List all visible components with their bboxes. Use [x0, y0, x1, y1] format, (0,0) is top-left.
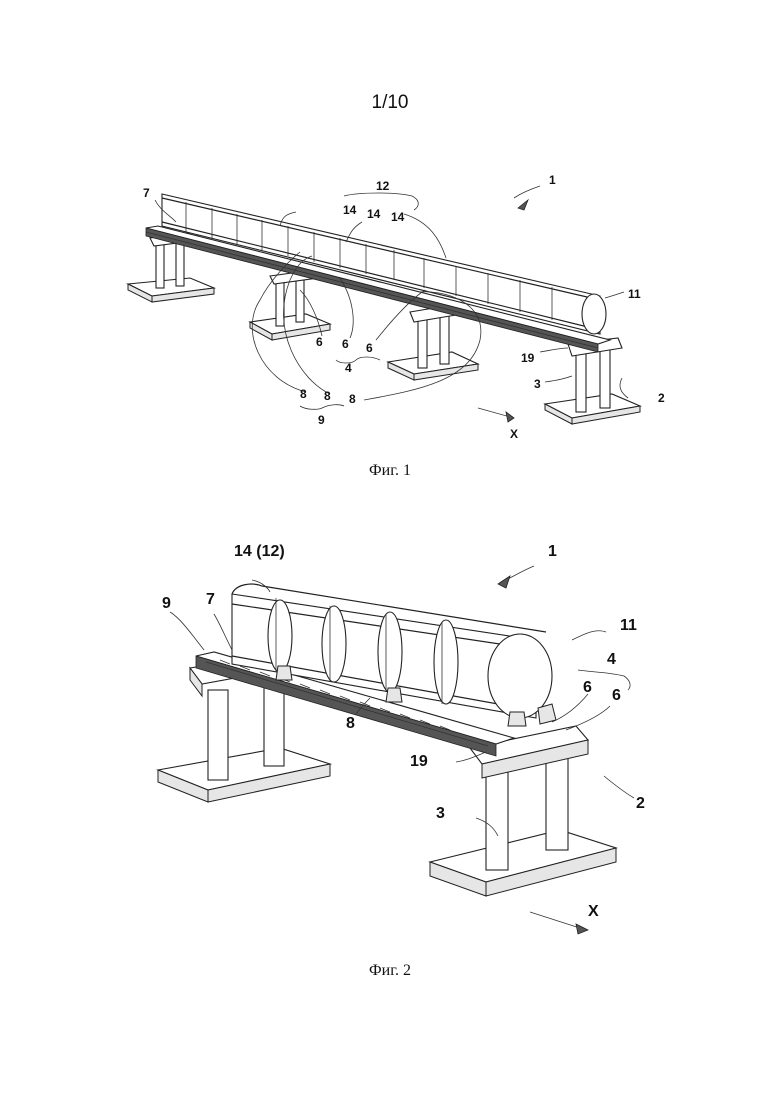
- fig2-label-9: 9: [162, 595, 171, 612]
- fig1-label-2: 2: [658, 391, 665, 405]
- fig1-label-8a: 8: [300, 387, 307, 401]
- fig2-label-1: 1: [548, 543, 557, 560]
- fig2-label-6b: 6: [612, 687, 621, 704]
- fig2-label-4: 4: [607, 651, 616, 668]
- figure-2-caption: Фиг. 2: [0, 962, 780, 980]
- fig2-x-arrowhead: [576, 924, 588, 934]
- fig1-label-11: 11: [628, 287, 641, 301]
- fig1-vehicle: [162, 194, 606, 334]
- figure-1-drawing: 7 12 14 14 14 1 11 6 6 6 4 19 3 2 8 8 8 …: [128, 173, 665, 441]
- fig1-label-14b: 14: [367, 207, 381, 221]
- fig2-label-11: 11: [620, 617, 637, 634]
- figure-2-drawing: 14 (12) 1 9 7 11 4 6 6 8 19 2 3 X: [158, 543, 645, 930]
- fig1-label-8c: 8: [349, 392, 356, 406]
- fig1-label-19: 19: [521, 351, 535, 365]
- fig1-label-1: 1: [549, 173, 556, 187]
- fig1-label-4: 4: [345, 361, 352, 375]
- fig2-label-2: 2: [636, 795, 645, 812]
- fig1-ref1-arrowhead: [518, 200, 528, 210]
- fig2-ref1-arrowhead: [498, 576, 510, 588]
- fig2-support-right: [430, 726, 616, 896]
- fig1-label-9: 9: [318, 413, 325, 427]
- fig2-label-7: 7: [206, 591, 215, 608]
- fig1-label-6b: 6: [342, 337, 349, 351]
- fig2-label-3: 3: [436, 805, 445, 822]
- fig2-label-6a: 6: [583, 679, 592, 696]
- fig2-label-x: X: [588, 903, 599, 920]
- fig1-label-6a: 6: [316, 335, 323, 349]
- fig1-label-14c: 14: [391, 210, 405, 224]
- fig1-x-arrowhead: [506, 412, 514, 422]
- fig2-label-8: 8: [346, 715, 355, 732]
- fig2-label-14-12: 14 (12): [234, 543, 285, 560]
- fig1-label-x: X: [510, 427, 518, 441]
- figure-1-caption: Фиг. 1: [0, 462, 780, 480]
- fig1-label-6c: 6: [366, 341, 373, 355]
- fig1-label-7: 7: [143, 186, 150, 200]
- fig2-label-19: 19: [410, 753, 428, 770]
- fig1-label-8b: 8: [324, 389, 331, 403]
- fig1-label-3: 3: [534, 377, 541, 391]
- fig1-label-12: 12: [376, 179, 390, 193]
- fig1-label-14a: 14: [343, 203, 357, 217]
